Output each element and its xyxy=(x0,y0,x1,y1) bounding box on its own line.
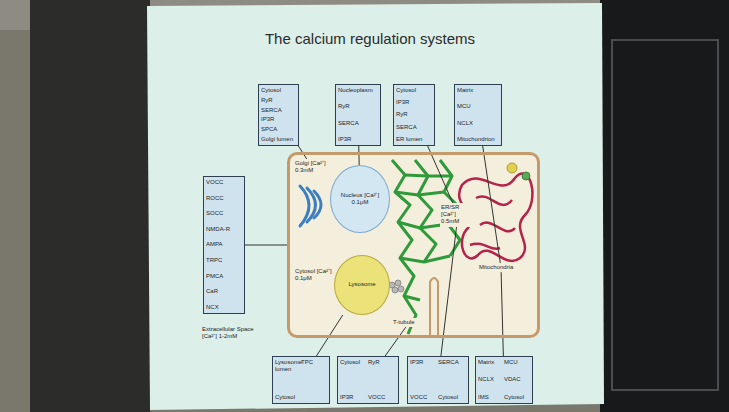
inset-text: Matrix xyxy=(478,359,504,366)
inset-text: Cytosol xyxy=(275,394,301,401)
inset-text: Cytosol xyxy=(261,87,296,94)
compartment-label: Cytosol [Ca²⁺] 0.1μM xyxy=(295,268,337,282)
inset-text: TRPC xyxy=(206,257,242,264)
inset-text: Cytosol xyxy=(396,87,432,94)
inset-text: RyR xyxy=(261,97,296,104)
inset-text: PMCA xyxy=(206,273,242,280)
inset-text: VOCC xyxy=(410,394,438,401)
mitochondria-inset: MatrixMCU NCLX Mitochondrion xyxy=(454,84,502,146)
inset-text: SERCA xyxy=(261,107,296,114)
er-sr-inset: IP3RSERCA VOCCCytosol xyxy=(407,356,469,404)
leader-line xyxy=(245,245,287,246)
leader-line xyxy=(358,146,359,165)
inset-text: SPCA xyxy=(261,126,296,133)
inset-text: ER lumen xyxy=(396,136,432,143)
inset-text: IMS xyxy=(478,394,504,401)
inset-text: IP3R xyxy=(410,359,438,366)
inset-text: NCLX xyxy=(457,120,499,127)
inset-text: Mitochondrion xyxy=(457,136,499,143)
region-label: Extracellular Space [Ca²⁺] 1-2mM xyxy=(202,326,268,340)
er-label: ER/SR [Ca²⁺] 0.5mM xyxy=(440,203,476,227)
inset-text: SERCA xyxy=(396,124,432,131)
inset-text: NCX xyxy=(206,304,242,311)
inset-text: ROCC xyxy=(206,195,242,202)
compartment-label: Mitochondria xyxy=(479,264,523,271)
membrane-inset: VOCC ROCC SOCC NMDA-R AMPA TRPC PMCA CaR NCX xyxy=(203,176,245,314)
inset-text: RyR xyxy=(338,103,378,110)
leader-line xyxy=(385,327,406,356)
inset-text: TPC xyxy=(301,359,327,373)
t-tubule-inset: CytosolRyR IP3RVOCC xyxy=(337,356,399,404)
leader-line xyxy=(501,272,503,356)
inset-text: VOCC xyxy=(368,394,396,401)
compartment-label: T-tubule xyxy=(393,319,425,326)
inset-text: SERCA xyxy=(338,120,378,127)
mitochondria-inset: MatrixMCU NCLXVDAC IMSCytosol xyxy=(475,356,533,404)
inset-text: Matrix xyxy=(457,87,499,94)
inset-text: AMPA xyxy=(206,241,242,248)
inset-text: Golgi lumen xyxy=(261,136,296,143)
cell-membrane: Cytosol [Ca²⁺] 0.1μM Golgi [Ca²⁺] 0.3mM Nu… xyxy=(287,152,540,338)
inset-text: MCU xyxy=(457,103,499,110)
inset-text: Cytosol xyxy=(340,359,368,366)
inset-text: IP3R xyxy=(396,99,432,106)
inset-text: IP3R xyxy=(340,394,368,401)
inset-text: Lysosome lumen xyxy=(275,359,301,373)
inset-text: NCLX xyxy=(478,376,504,383)
inset-text: MCU xyxy=(504,359,530,366)
nucleus-circle: Nucleus [Ca²⁺] 0.1μM xyxy=(330,165,390,233)
nucleus-inset: NucleoplasmRyR SERCA IP3R xyxy=(335,84,381,146)
lysosome-inset: Lysosome lumenTPC Cytosol xyxy=(272,356,330,404)
inset-text: Cytosol xyxy=(438,394,466,401)
golgi-inset: CytosolRyR SERCA IP3R SPCA Golgi lumen xyxy=(258,84,299,146)
leader-line xyxy=(483,146,501,263)
inset-text: VDAC xyxy=(504,376,530,383)
golgi-label: Golgi [Ca²⁺] 0.3mM xyxy=(294,159,330,175)
inset-text: Nucleoplasm xyxy=(338,87,378,94)
lysosome-ellipse: Lysosome xyxy=(334,255,390,315)
compartment-label: ER/SR [Ca²⁺] 0.5mM xyxy=(441,204,475,226)
mitochondria-label: Mitochondria xyxy=(478,263,524,272)
inset-text: IP3R xyxy=(261,116,296,123)
er-inset: CytosolIP3R RyR SERCA ER lumen xyxy=(393,84,435,146)
inset-text: CaR xyxy=(206,288,242,295)
compartment-label: Golgi [Ca²⁺] 0.3mM xyxy=(295,160,329,174)
inset-text: VOCC xyxy=(206,179,242,186)
slide-title: The calcium regulation systems xyxy=(200,30,540,47)
inset-text: RyR xyxy=(368,359,396,366)
inset-text: NMDA-R xyxy=(206,226,242,233)
inset-text: SOCC xyxy=(206,210,242,217)
inset-text: IP3R xyxy=(338,136,378,143)
t-tubule-label: T-tubule xyxy=(392,318,426,327)
compartment-label: Lysosome xyxy=(348,281,375,288)
inset-text: SERCA xyxy=(438,359,466,366)
inset-text: RyR xyxy=(396,111,432,118)
inset-text: Cytosol xyxy=(504,394,530,401)
compartment-label: Nucleus [Ca²⁺] 0.1μM xyxy=(337,192,383,206)
